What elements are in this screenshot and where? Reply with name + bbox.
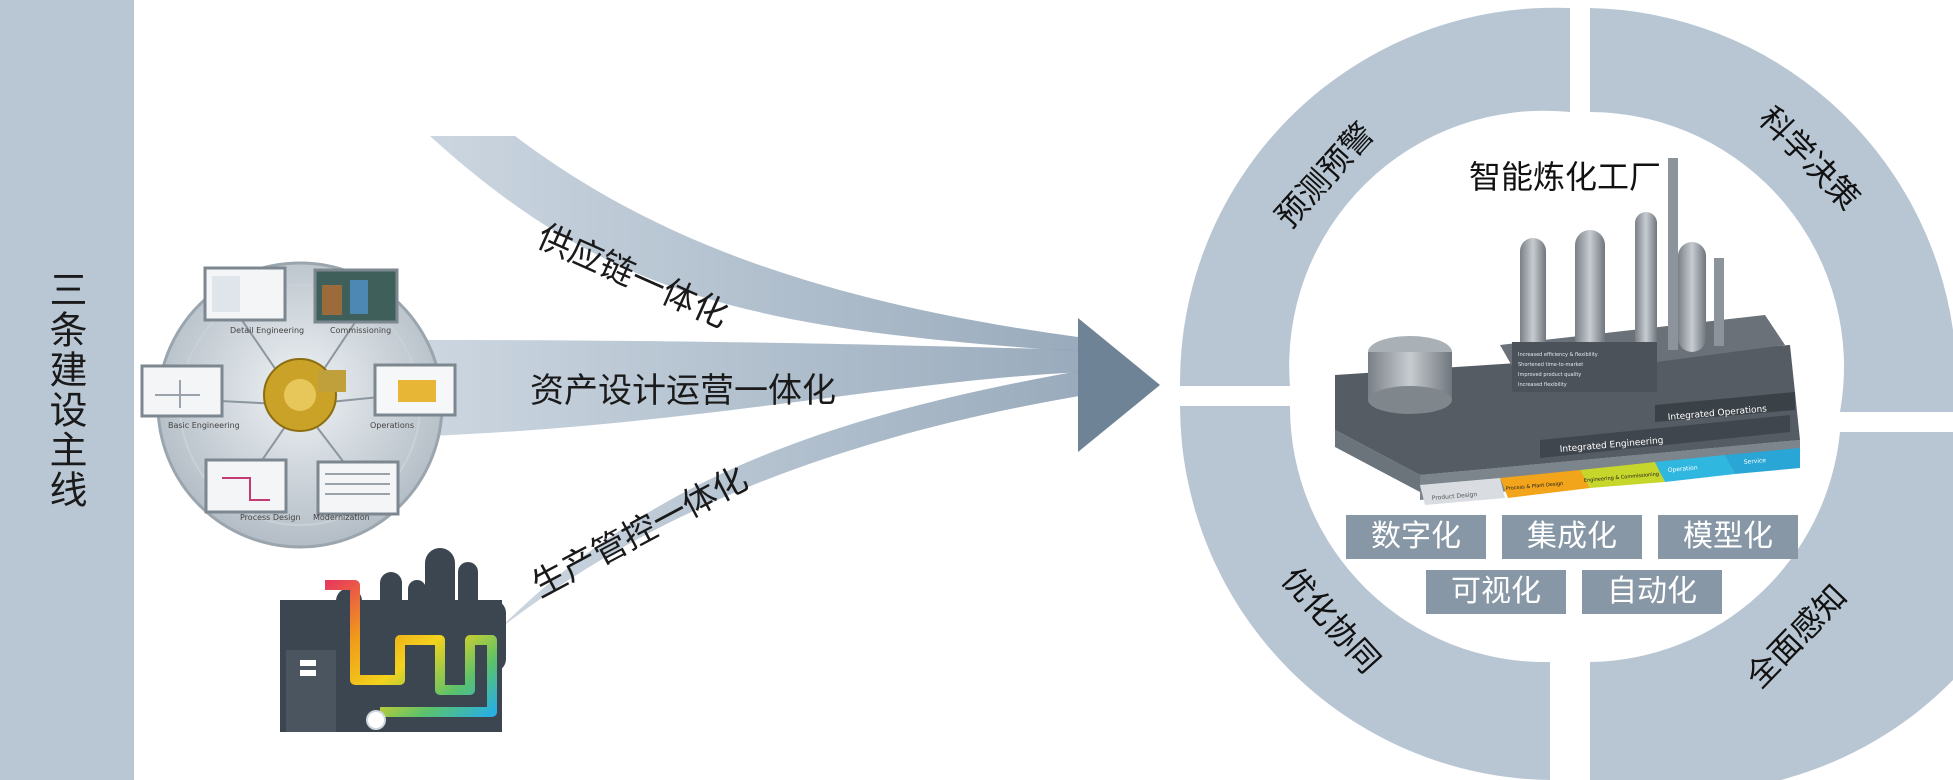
- wheel-screen-basic-engineering: [140, 364, 224, 418]
- capability-modeling: 模型化: [1658, 515, 1798, 559]
- factory-title: 智能炼化工厂: [1468, 158, 1661, 196]
- wheel-label-operations: Operations: [370, 421, 414, 430]
- flow-label-production: 生产管控一体化: [525, 459, 754, 606]
- factory-stage-process-plant-design: Process & Plant Design: [1506, 481, 1564, 492]
- wheel-screen-process-design: [204, 458, 288, 514]
- factory-stage-product-design: Product Design: [1432, 491, 1478, 502]
- flow-band-supply-chain: [430, 136, 1085, 352]
- capability-integration: 集成化: [1502, 515, 1642, 559]
- factory-bullet-1: Increased efficiency & flexibility: [1518, 352, 1598, 358]
- factory-stage-service: Service: [1744, 457, 1767, 466]
- flow-label-asset: 资产设计运营一体化: [530, 371, 836, 411]
- flow-band-asset: [428, 340, 1085, 436]
- ring-segment-bottom-right: [1590, 432, 1953, 780]
- factory-icon: [280, 548, 506, 732]
- capability-digitalization: 数字化: [1346, 515, 1486, 559]
- wheel-screen-operations: [373, 363, 457, 417]
- factory-bullet-3: Improved product quality: [1518, 372, 1581, 378]
- factory-bullet-4: Increased flexibility: [1518, 382, 1567, 388]
- capability-automation: 自动化: [1582, 570, 1722, 614]
- wheel-screen-detail-engineering: [203, 266, 287, 322]
- side-title: 三条建设主线: [43, 270, 87, 510]
- ring-segment-top-right: [1590, 8, 1953, 412]
- side-bar: [0, 0, 134, 780]
- factory-bullet-2: Shortened time-to-market: [1518, 362, 1583, 368]
- lifecycle-wheel: Detail Engineering Commissioning Operati…: [140, 261, 457, 549]
- wheel-label-process-design: Process Design: [240, 513, 301, 522]
- wheel-label-commissioning: Commissioning: [330, 326, 391, 335]
- wheel-label-basic-engineering: Basic Engineering: [168, 421, 240, 430]
- wheel-label-modernization: Modernization: [313, 513, 370, 522]
- wheel-screen-modernization: [316, 460, 400, 516]
- wheel-screen-commissioning: [313, 268, 399, 324]
- refinery-illustration: Integrated Operations Integrated Enginee…: [1335, 158, 1800, 505]
- factory-stage-operation: Operation: [1668, 464, 1699, 474]
- ring-segment-bottom-left: [1180, 406, 1550, 780]
- capability-visualization: 可视化: [1426, 570, 1566, 614]
- ring-segment-top-left: [1179, 7, 1570, 386]
- capability-ring: [1179, 7, 1953, 780]
- flow-bands: [428, 136, 1160, 630]
- flow-arrow-head: [1078, 318, 1160, 452]
- wheel-label-detail-engineering: Detail Engineering: [230, 326, 304, 335]
- flow-band-production: [498, 370, 1085, 630]
